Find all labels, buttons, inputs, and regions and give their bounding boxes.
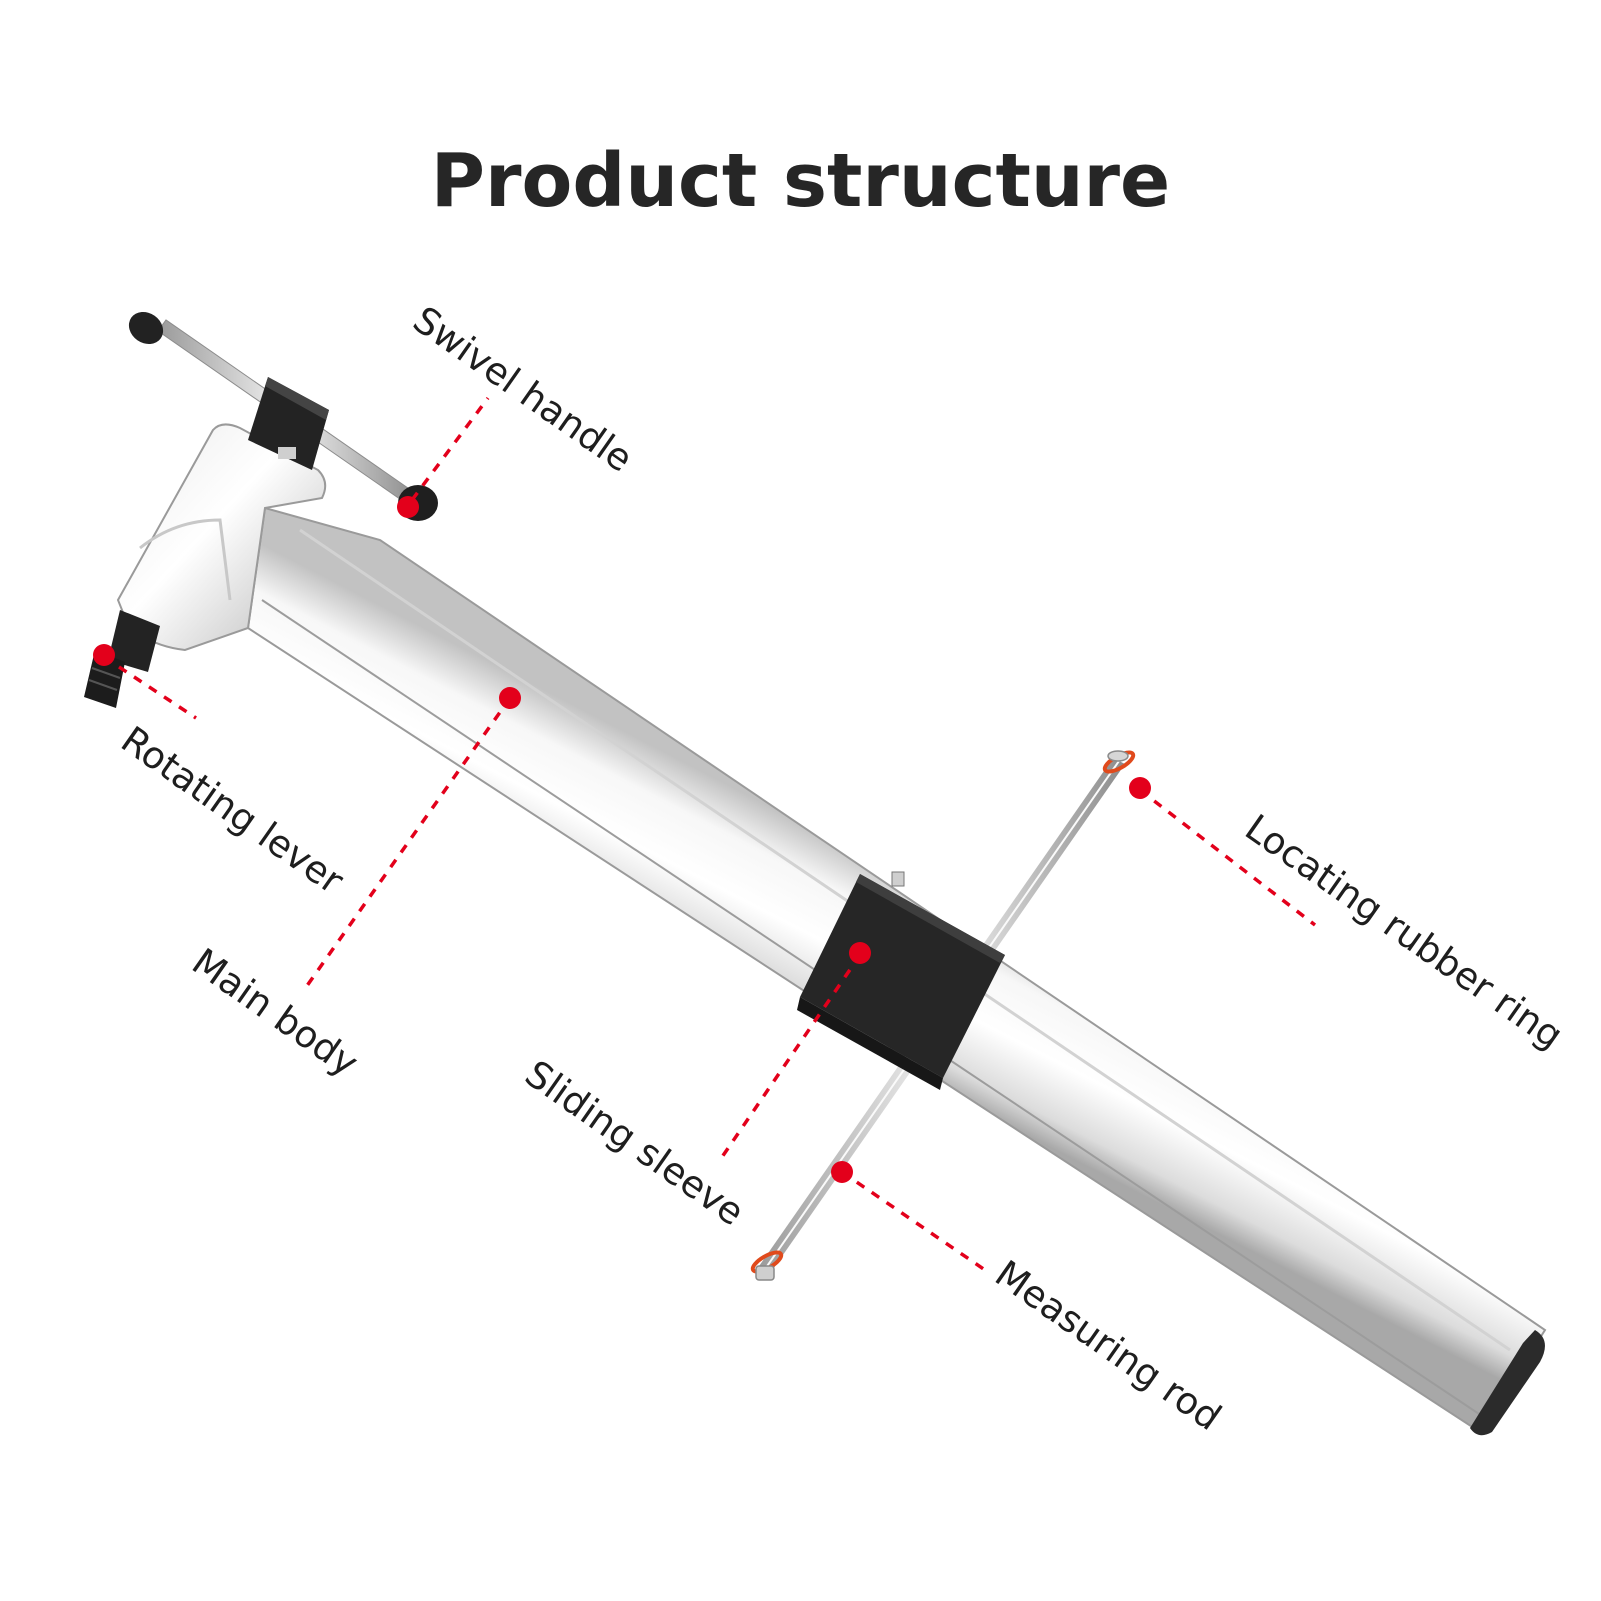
- sliding-sleeve-part: [797, 871, 1005, 1090]
- leader-locating-ring: [1138, 788, 1317, 927]
- marker-dot: [499, 687, 521, 709]
- tool-head-part: [116, 377, 329, 652]
- marker-dot: [849, 942, 871, 964]
- leader-rotating-lever: [103, 655, 197, 720]
- leader-measuring-rod: [841, 1170, 986, 1272]
- leader-main-body: [302, 696, 512, 992]
- marker-dot: [93, 644, 115, 666]
- rotating-lever-part: [84, 610, 160, 708]
- leader-sliding-sleeve: [718, 954, 862, 1161]
- marker-dots: [93, 496, 1151, 1183]
- marker-dot: [831, 1161, 853, 1183]
- page-title: Product structure: [430, 138, 1171, 224]
- leader-lines: [103, 396, 1317, 1272]
- marker-dot: [1129, 777, 1151, 799]
- leader-swivel-handle: [410, 396, 490, 502]
- marker-dot: [397, 496, 419, 518]
